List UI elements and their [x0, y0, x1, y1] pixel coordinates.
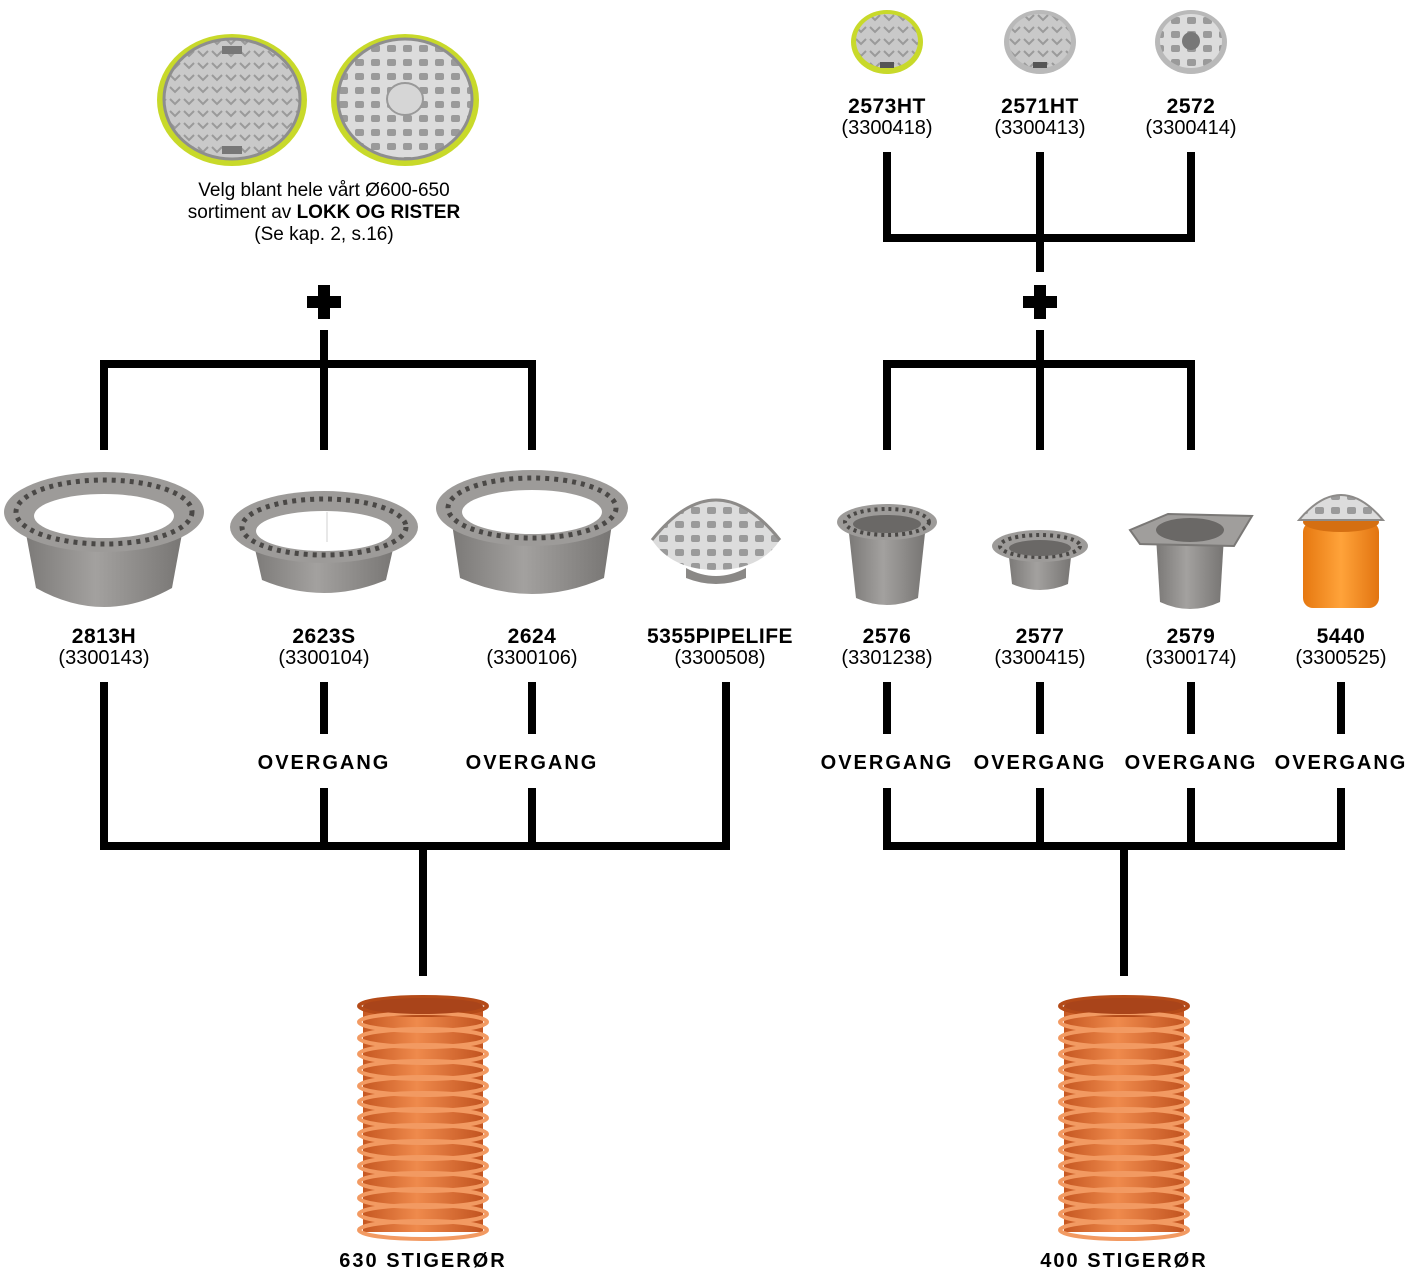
- transition-label-2623s: OVERGANG: [257, 752, 391, 774]
- grate-cover-image: [331, 34, 479, 166]
- lid-2571ht-image: [1004, 10, 1076, 74]
- lid-number: (3300418): [841, 117, 933, 140]
- riser-corrugation: [1058, 1219, 1190, 1241]
- connector-lines: [100, 152, 1345, 976]
- lid-label-2573ht: 2573HT (3300418): [841, 95, 933, 140]
- plus-icon: [1023, 285, 1057, 319]
- lid-range-note: Velg blant hele vårt Ø600-650 sortiment …: [188, 180, 460, 246]
- plus-icon: [307, 285, 341, 319]
- lid-2573ht-image: [851, 10, 923, 74]
- part-code: 2576: [862, 625, 912, 648]
- lid-note-line1: Velg blant hele vårt Ø600-650: [198, 180, 450, 201]
- part-number: (3300143): [58, 647, 150, 670]
- part-label-2813h: 2813H (3300143): [58, 625, 150, 670]
- lid-label-2572: 2572 (3300414): [1145, 95, 1237, 140]
- riser-400-image: [1058, 995, 1190, 1241]
- left-bottom-branch: [100, 682, 730, 850]
- part-code: 5440: [1316, 625, 1366, 648]
- part-code: 2624: [507, 625, 557, 648]
- part-label-2576: 2576 (3301238): [841, 625, 933, 670]
- lid-number: (3300414): [1145, 117, 1237, 140]
- part-label-5355pipelife: 5355PIPELIFE (3300508): [646, 625, 794, 670]
- part-code: 2577: [1015, 625, 1065, 648]
- riser-opening: [363, 998, 483, 1014]
- part-number: (3300174): [1145, 647, 1237, 670]
- riser-630-image: [357, 995, 489, 1241]
- lid-code: 2572: [1166, 95, 1216, 118]
- part-2576-image: [837, 504, 937, 605]
- riser-corrugation: [357, 1219, 489, 1241]
- part-number: (3300525): [1295, 647, 1387, 670]
- part-label-2624: 2624 (3300106): [486, 625, 578, 670]
- riser-body: [1064, 1006, 1184, 1232]
- part-code: 2579: [1166, 625, 1216, 648]
- right-bottom-branch: [883, 788, 1345, 850]
- part-number: (3300415): [994, 647, 1086, 670]
- part-number: (3301238): [841, 647, 933, 670]
- part-2813h-image: [4, 472, 204, 607]
- manhole-cover-image: [157, 34, 307, 166]
- transition-label-2577: OVERGANG: [973, 752, 1107, 774]
- lid-note-line2: sortiment av LOKK OG RISTER: [188, 202, 460, 224]
- part-5440-image: [1296, 494, 1386, 608]
- part-2623s-image: [230, 491, 418, 593]
- left-top-branch: [100, 360, 536, 450]
- lid-note-line3: (Se kap. 2, s.16): [254, 223, 394, 245]
- transition-label-5440: OVERGANG: [1274, 752, 1407, 774]
- riser-label-630: 630 STIGERØR: [339, 1250, 507, 1272]
- riser-opening: [1064, 998, 1184, 1014]
- part-2624-image: [436, 470, 628, 594]
- lid-label-2571ht: 2571HT (3300413): [994, 95, 1086, 140]
- lid-number: (3300413): [994, 117, 1086, 140]
- part-2579-image: [1128, 512, 1254, 609]
- lid-2572-image: [1155, 10, 1227, 74]
- lid-note-line2-prefix: sortiment av: [187, 201, 297, 223]
- lid-note-line2-bold: LOKK OG RISTER: [296, 201, 461, 223]
- part-label-2623s: 2623S (3300104): [278, 625, 370, 670]
- part-number: (3300106): [486, 647, 578, 670]
- part-label-2577: 2577 (3300415): [994, 625, 1086, 670]
- riser-label-400: 400 STIGERØR: [1040, 1250, 1208, 1272]
- lid-code: 2573HT: [848, 95, 926, 118]
- riser-body: [363, 1006, 483, 1232]
- part-5355pipelife-image: [650, 498, 782, 584]
- lid-code: 2571HT: [1001, 95, 1079, 118]
- transition-label-2624: OVERGANG: [465, 752, 599, 774]
- part-number: (3300104): [278, 647, 370, 670]
- part-code: 5355PIPELIFE: [646, 625, 794, 648]
- part-code: 2813H: [71, 625, 137, 648]
- part-2577-image: [992, 530, 1088, 590]
- part-label-5440: 5440 (3300525): [1295, 625, 1387, 670]
- transition-label-2579: OVERGANG: [1124, 752, 1258, 774]
- transition-label-2576: OVERGANG: [820, 752, 954, 774]
- part-code: 2623S: [292, 625, 356, 648]
- part-label-2579: 2579 (3300174): [1145, 625, 1237, 670]
- part-number: (3300508): [674, 647, 766, 670]
